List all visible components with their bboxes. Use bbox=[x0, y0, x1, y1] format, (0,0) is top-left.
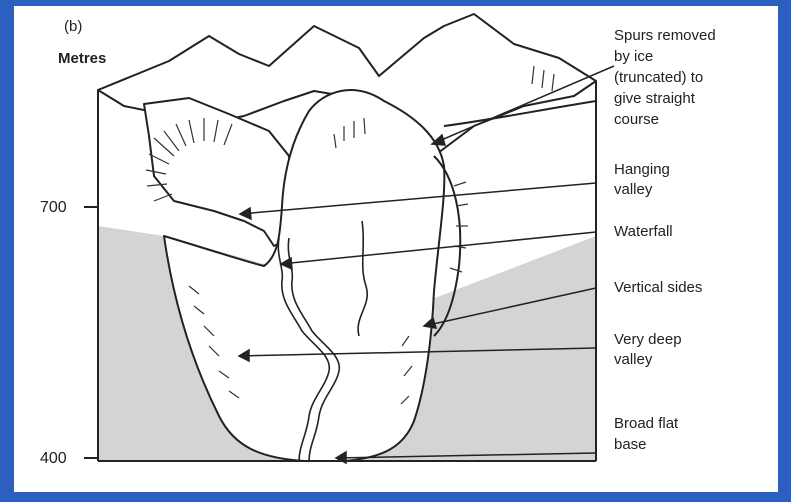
label-waterfall: Waterfall bbox=[614, 223, 673, 240]
label-hanging-valley: Hanging valley bbox=[614, 161, 670, 198]
label-spurs: Spurs removed by ice (truncated) to give… bbox=[614, 27, 716, 128]
u-shaped-valley-diagram: (b) Metres 700 400 Spurs removed by ice … bbox=[14, 6, 778, 492]
label-vertical-sides: Vertical sides bbox=[614, 279, 702, 296]
svg-text:valley: valley bbox=[614, 351, 653, 368]
svg-text:by ice: by ice bbox=[614, 48, 653, 65]
svg-text:base: base bbox=[614, 436, 647, 453]
panel-label: (b) bbox=[64, 18, 82, 35]
axis-ticks bbox=[84, 207, 98, 458]
svg-text:Very deep: Very deep bbox=[614, 331, 682, 348]
diagram-frame: (b) Metres 700 400 Spurs removed by ice … bbox=[14, 6, 778, 492]
svg-text:Broad flat: Broad flat bbox=[614, 415, 679, 432]
svg-text:Hanging: Hanging bbox=[614, 161, 670, 178]
axis-unit: Metres bbox=[58, 50, 106, 67]
svg-text:give straight: give straight bbox=[614, 90, 696, 107]
label-very-deep-valley: Very deep valley bbox=[614, 331, 682, 368]
svg-text:valley: valley bbox=[614, 181, 653, 198]
svg-text:Spurs removed: Spurs removed bbox=[614, 27, 716, 44]
svg-text:(truncated) to: (truncated) to bbox=[614, 69, 703, 86]
svg-text:course: course bbox=[614, 111, 659, 128]
tick-700: 700 bbox=[40, 199, 67, 216]
hanging-valley-shelf bbox=[144, 98, 294, 246]
label-broad-flat-base: Broad flat base bbox=[614, 415, 679, 453]
tick-400: 400 bbox=[40, 450, 67, 467]
